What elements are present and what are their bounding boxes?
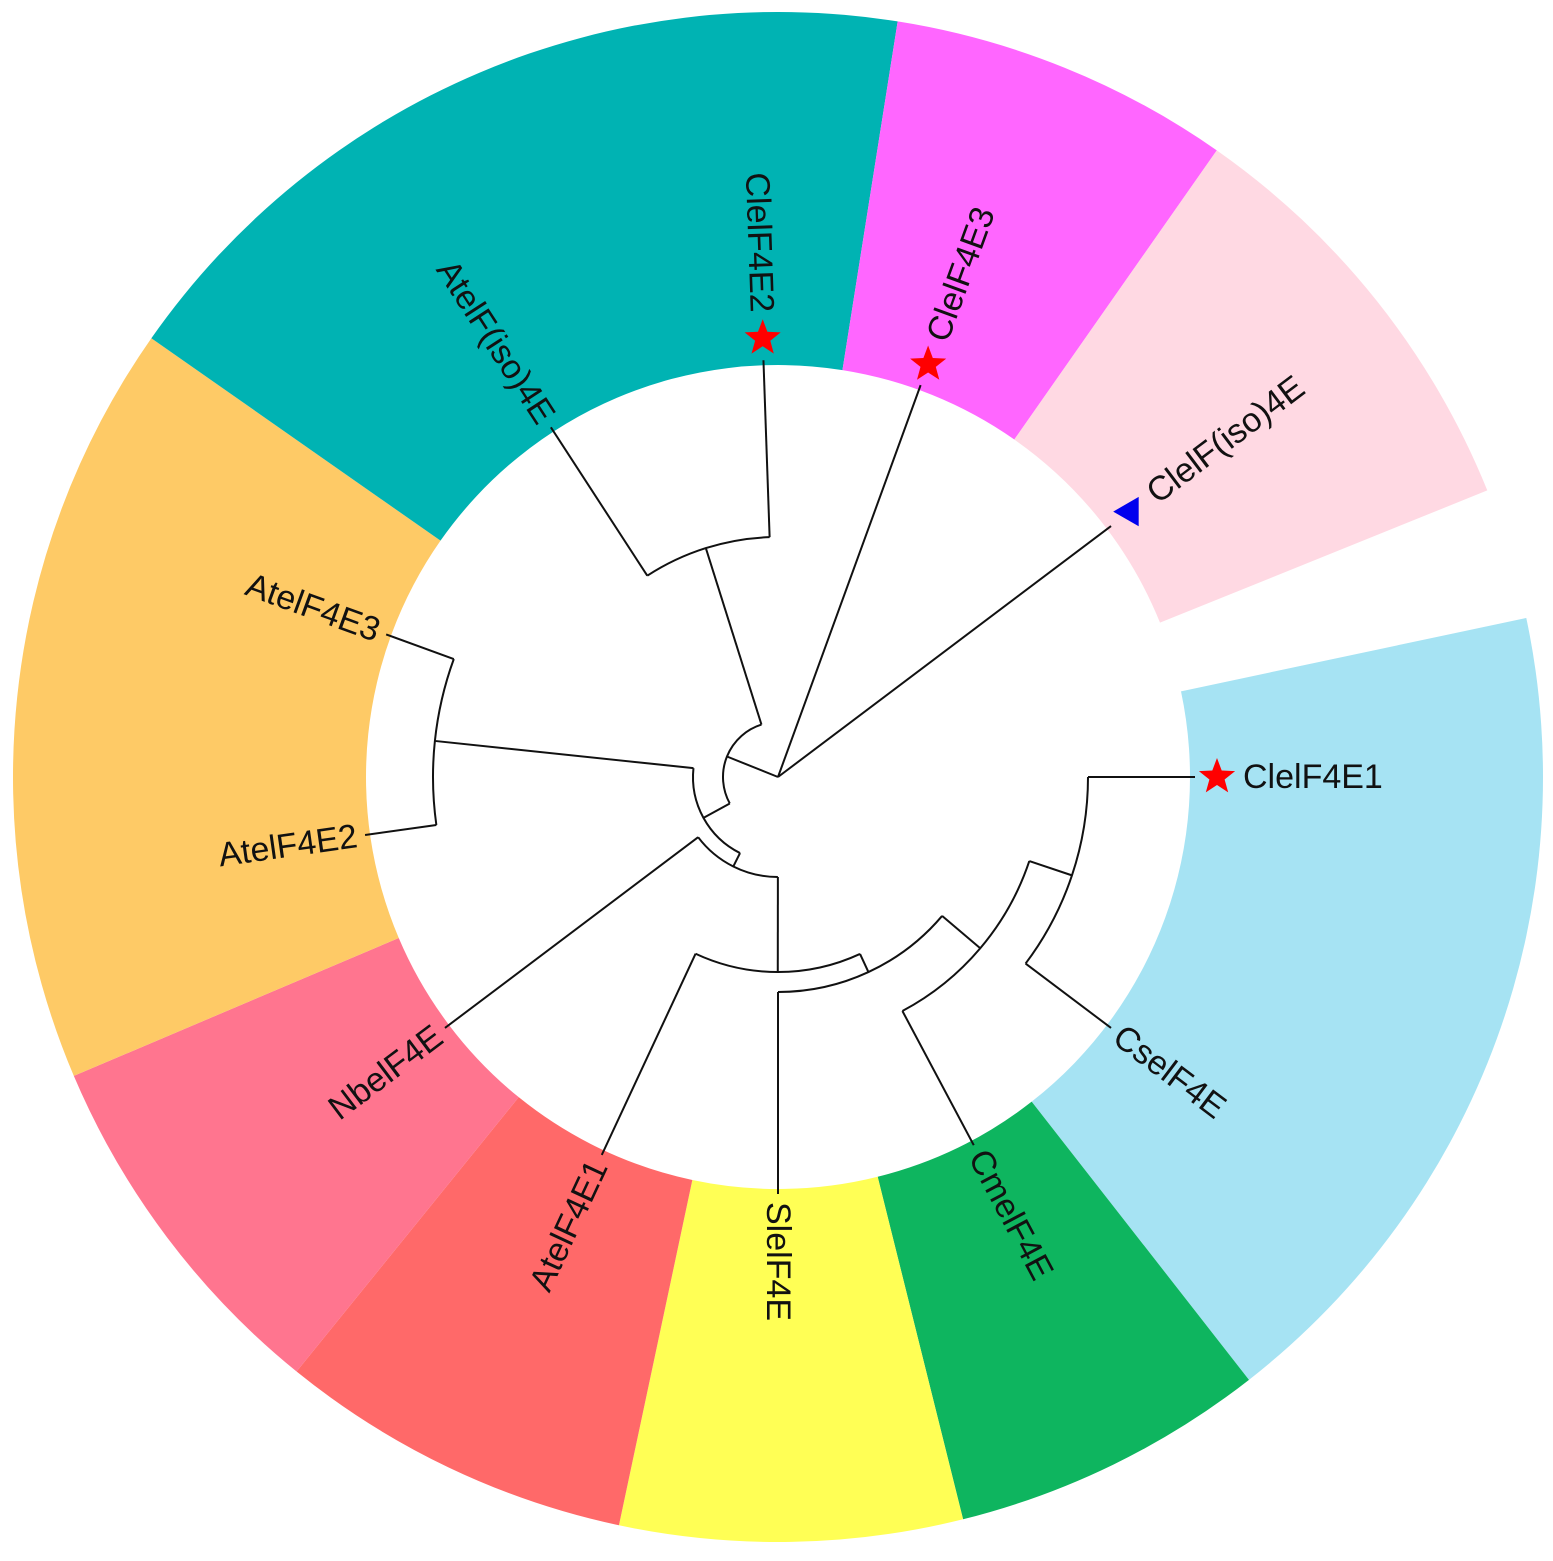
clade-arc-n-c	[692, 768, 741, 854]
branch-n-c	[702, 802, 731, 819]
sector-ateifiso4e	[151, 12, 898, 541]
sector-nbeif4e	[73, 937, 519, 1372]
clade-arc-n-b	[646, 536, 770, 577]
branch-n-g	[859, 953, 870, 973]
branch-n-b	[704, 547, 763, 725]
branch-cseif4e	[1024, 962, 1112, 1029]
sector-cmeif4e	[877, 1101, 1249, 1520]
branch-cmeif4e	[901, 1010, 975, 1146]
clade-arc-n-g	[777, 915, 943, 993]
branch-n-a	[726, 755, 779, 778]
clade-arc-n-a	[722, 723, 762, 804]
star-marker-icon	[910, 345, 947, 380]
leaf-label-cleif4e1: ClelF4E1	[1243, 758, 1383, 796]
branch-cleif4e2	[762, 360, 771, 538]
branch-n-i	[1028, 860, 1073, 877]
branch-nbeif4e	[444, 836, 699, 1029]
star-marker-icon	[1198, 758, 1236, 793]
branch-ateif4e1	[600, 953, 697, 1156]
sector-cleif4e3	[842, 21, 1217, 440]
leaf-label-cleif4e2: ClelF4E2	[738, 172, 781, 313]
branch-n-e	[732, 852, 741, 867]
sector-cleif4e1	[1031, 617, 1543, 1380]
leaf-label-sleif4e: SlelF4E	[759, 1202, 797, 1321]
clade-arc-n-i	[1024, 776, 1089, 965]
star-marker-icon	[744, 319, 781, 354]
branch-cleifiso4e	[777, 525, 1112, 778]
sector-ateif4e1	[296, 1097, 693, 1526]
triangle-marker-icon	[1113, 496, 1139, 527]
tree-branches	[364, 360, 1195, 1194]
branch-n-h	[941, 915, 981, 949]
branch-cleif4e3	[777, 384, 922, 778]
branch-n-d	[434, 739, 694, 770]
clade-arc-n-f	[695, 952, 861, 973]
clade-arc-n-d	[432, 658, 455, 826]
clade-arc-n-e	[697, 836, 778, 878]
branch-ateifiso4e	[550, 426, 649, 577]
sector-ateif4e2	[12, 338, 441, 1076]
clade-arc-n-h	[901, 860, 1031, 1012]
branch-ateif4e2	[364, 824, 437, 837]
leaf-markers	[744, 319, 1236, 793]
sector-sleif4e	[618, 1176, 964, 1542]
branch-ateif4e3	[385, 633, 455, 660]
